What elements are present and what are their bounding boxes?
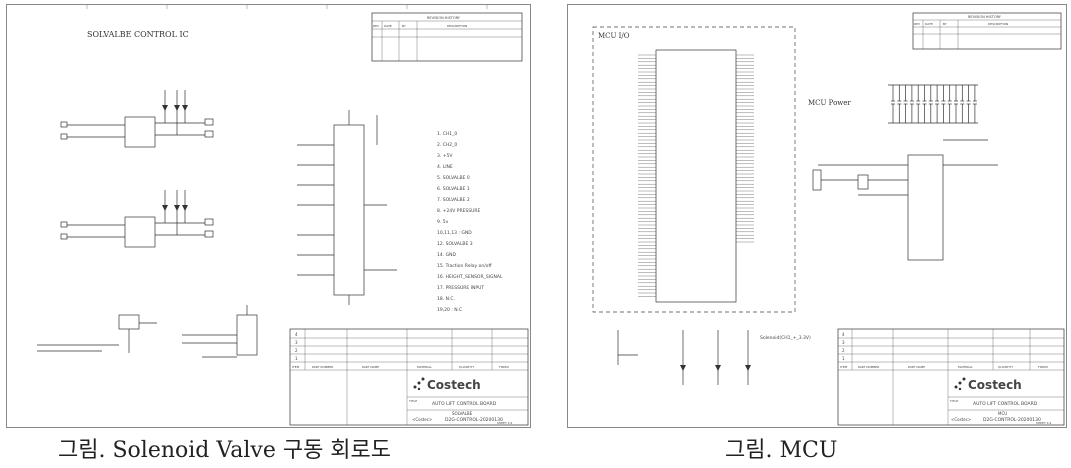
caption-mcu: 그림. MCU [725,438,838,463]
svg-text:<Costec>: <Costec> [412,417,432,422]
revision-history-table: REVISION HISTORY REV DATE BY DESCRIPTION [371,12,523,62]
svg-text:12. SOLVALBE 3: 12. SOLVALBE 3 [437,241,473,247]
svg-text:DATE: DATE [925,22,933,26]
svg-text:1: 1 [295,356,298,361]
pin-list: 1. CH1_0 2. CH2_0 3. +5V 4. LINE 5. SOLV… [437,131,503,313]
svg-text:REV: REV [914,22,921,26]
title-block: 4 3 2 1 ITEM PART NUMBER PART NAME MATER… [289,328,529,426]
mcu-io-block [592,26,796,313]
svg-text:5. SOLVALBE 0: 5. SOLVALBE 0 [437,175,470,181]
svg-text:15. Traction Relay on/off: 15. Traction Relay on/off [437,263,492,269]
caption-solenoid: 그림. Solenoid Valve 구동 회로도 [58,438,392,463]
svg-text:ITEM: ITEM [840,365,848,369]
svg-text:8. +24V PRESSURE: 8. +24V PRESSURE [437,208,481,214]
led-circuits: Solenoid(CH1_+_3.3V) [617,330,811,385]
svg-text:3. +5V: 3. +5V [437,153,453,159]
svg-text:2. CH2_0: 2. CH2_0 [437,142,457,148]
svg-text:D2G-CONTROL-20200130: D2G-CONTROL-20200130 [445,417,503,423]
svg-text:16. HEIGHT_SENSOR_SIGNAL: 16. HEIGHT_SENSOR_SIGNAL [437,274,503,280]
svg-text:19,20 : N.C: 19,20 : N.C [437,307,462,313]
svg-text:10,11,13 : GND: 10,11,13 : GND [437,230,472,236]
mcu-schematic-sheet: MCU I/O REVISION HISTORY REV DATE BY DES… [567,4,1067,428]
svg-text:4. LINE: 4. LINE [437,164,453,170]
by-col: BY [402,24,406,28]
svg-text:PART NAME: PART NAME [908,365,925,369]
svg-text:SOLVALBE: SOLVALBE [452,411,473,416]
solenoid-schematic-drawing: SOLVALBE CONTROL IC REVISION HISTORY REV… [37,5,529,426]
svg-text:PART NUMBER: PART NUMBER [312,365,333,369]
revision-header: REVISION HISTORY [427,16,461,20]
mcu-io-title: MCU I/O [598,32,630,40]
svg-text:3: 3 [295,340,298,345]
svg-text:AUTO LIFT CONTROL BOARD: AUTO LIFT CONTROL BOARD [973,401,1038,407]
date-col: DATE [384,24,392,28]
svg-text:SHEET 1/1: SHEET 1/1 [1036,421,1052,425]
svg-text:ITEM: ITEM [292,365,300,369]
mcu-schematic-drawing: MCU I/O REVISION HISTORY REV DATE BY DES… [592,12,1065,426]
svg-text:FINISH: FINISH [1038,365,1048,369]
svg-text:7. SOLVALBE 2: 7. SOLVALBE 2 [437,197,470,203]
svg-text:MATERIAL: MATERIAL [417,365,432,369]
svg-text:3: 3 [842,340,845,345]
connector-block [297,110,397,305]
svg-text:1. CH1_0: 1. CH1_0 [437,131,457,137]
svg-text:18. N.C.: 18. N.C. [437,296,455,302]
svg-text:<Costec>: <Costec> [951,417,971,422]
rev-col: REV [373,24,380,28]
title-block: 4 3 2 1 ITEM PART NUMBER PART NAME MATER… [837,328,1065,426]
solenoid-schematic-sheet: SOLVALBE CONTROL IC REVISION HISTORY REV… [6,4,531,428]
solenoid-label: Solenoid(CH1_+_3.3V) [760,335,811,341]
svg-text:6. SOLVALBE 1: 6. SOLVALBE 1 [437,186,470,192]
company-logo: Costech [954,377,1022,392]
svg-text:AUTO LIFT CONTROL BOARD: AUTO LIFT CONTROL BOARD [432,401,497,407]
sheet-title: SOLVALBE CONTROL IC [87,30,189,39]
solenoid-driver-1 [60,90,214,148]
svg-text:TITLE: TITLE [949,399,958,403]
mcu-chip [638,49,754,303]
revision-history-table: REVISION HISTORY REV DATE BY DESCRIPTION [912,12,1062,50]
company-logo: Costech [413,377,481,392]
svg-text:Costech: Costech [968,378,1022,392]
svg-text:FINISH: FINISH [499,365,509,369]
svg-text:Costech: Costech [427,378,481,392]
svg-text:9. 5v: 9. 5v [437,219,449,225]
svg-text:SHEET 1/1: SHEET 1/1 [497,421,513,425]
solenoid-driver-2 [60,190,214,248]
svg-text:BY: BY [943,22,947,26]
power-circuit [37,305,258,358]
mcu-power-chip [812,139,998,261]
description-col: DESCRIPTION [447,24,467,28]
svg-text:PART NUMBER: PART NUMBER [858,365,879,369]
svg-text:QUANTITY: QUANTITY [459,365,474,369]
svg-text:REVISION HISTORY: REVISION HISTORY [968,15,1002,19]
svg-text:TITLE: TITLE [408,399,417,403]
svg-text:D2G-CONTROL-20200130: D2G-CONTROL-20200130 [983,417,1041,423]
svg-text:17. PRESSURE INPUT: 17. PRESSURE INPUT [437,285,484,291]
mcu-power-title: MCU Power [808,99,851,107]
svg-text:4: 4 [842,332,845,337]
svg-text:2: 2 [295,348,298,353]
svg-text:4: 4 [295,332,298,337]
svg-text:14. GND: 14. GND [437,252,456,258]
svg-text:DESCRIPTION: DESCRIPTION [988,22,1008,26]
svg-text:MATERIAL: MATERIAL [958,365,973,369]
svg-text:2: 2 [842,348,845,353]
svg-text:PART NAME: PART NAME [362,365,379,369]
svg-text:1: 1 [842,356,845,361]
svg-text:MCU: MCU [998,411,1007,416]
svg-text:QUANTITY: QUANTITY [998,365,1013,369]
decoupling-capacitors [888,84,978,124]
